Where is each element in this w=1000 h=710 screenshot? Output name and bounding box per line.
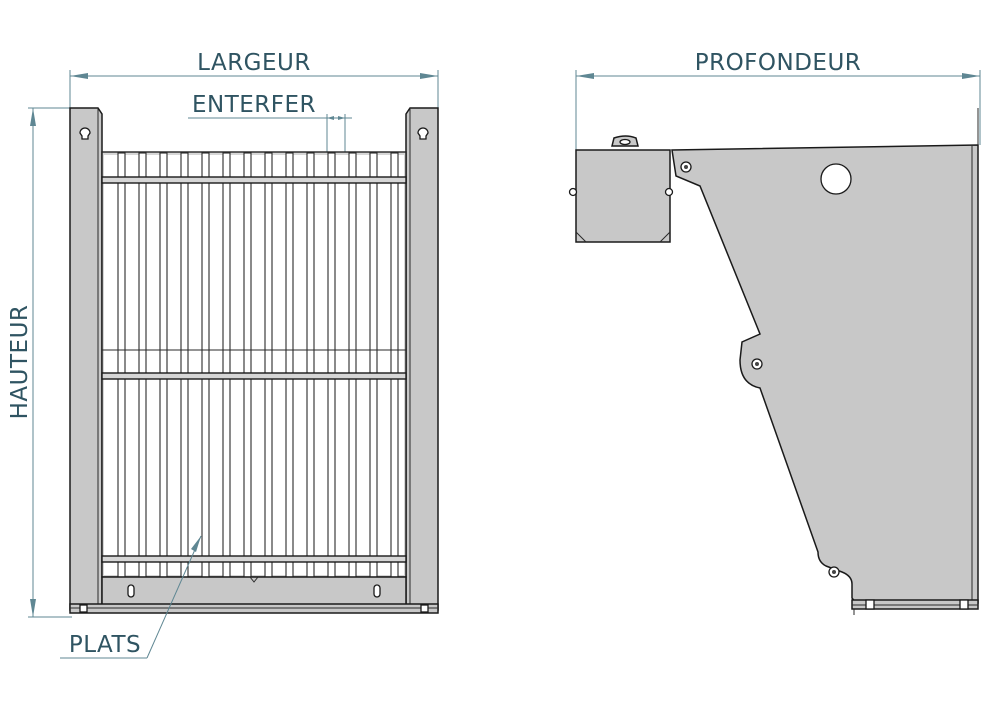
- bottom-plate: [69, 576, 439, 614]
- plats-callout: PLATS: [60, 535, 202, 659]
- grille-bars: [117, 152, 399, 578]
- enterfer-label: ENTERFER: [192, 92, 316, 118]
- largeur-dimension: LARGEUR: [69, 50, 439, 110]
- cross-rails: [101, 151, 407, 563]
- keyhole-slot-right: [417, 127, 429, 140]
- side-plate: [671, 108, 979, 615]
- slot-hole-right: [373, 584, 381, 598]
- plats-label: PLATS: [69, 632, 141, 658]
- hauteur-dimension: HAUTEUR: [7, 107, 72, 618]
- slot-hole-left: [127, 584, 135, 598]
- right-upright: [405, 107, 439, 611]
- hauteur-label: HAUTEUR: [7, 305, 33, 420]
- keyhole-slot-left: [79, 127, 91, 140]
- side-view: PROFONDEUR: [568, 50, 981, 615]
- profondeur-label: PROFONDEUR: [695, 50, 862, 76]
- enterfer-dimension: ENTERFER: [188, 92, 352, 152]
- largeur-label: LARGEUR: [197, 50, 311, 76]
- profondeur-dimension: PROFONDEUR: [575, 50, 981, 152]
- mounting-bracket: [568, 135, 674, 243]
- left-upright: [69, 107, 103, 611]
- cable-hole: [820, 163, 852, 195]
- front-view: LARGEUR ENTERFER HAUTEUR: [7, 50, 439, 659]
